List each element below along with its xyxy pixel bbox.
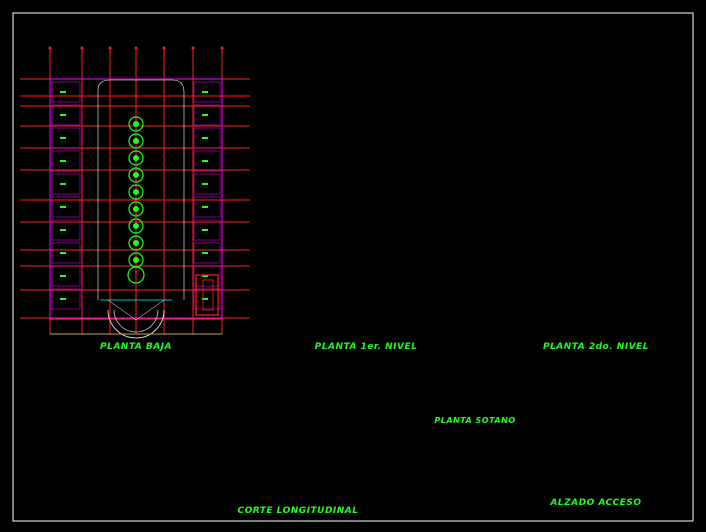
room-left [51, 150, 81, 172]
tree-icon-core [133, 121, 139, 127]
grid-bubble [220, 46, 224, 50]
sheet-border [12, 12, 694, 522]
furniture-mark [60, 137, 66, 139]
label-alzado-acceso: ALZADO ACCESO [550, 498, 642, 508]
room-right [193, 150, 221, 172]
room-right [193, 104, 221, 126]
furniture-mark [60, 91, 66, 93]
furniture-mark [202, 252, 208, 254]
tree-icon-core [133, 155, 139, 161]
furniture-mark [202, 206, 208, 208]
room-left [51, 127, 81, 149]
furniture-mark [202, 160, 208, 162]
furniture-mark [60, 298, 66, 300]
planta-baja-plan [20, 46, 250, 339]
tree-icon [128, 133, 144, 149]
tree-icon [128, 116, 144, 132]
room-right [193, 242, 221, 264]
planta-baja-stair [100, 299, 172, 339]
tree-icon-core [133, 223, 139, 229]
furniture-mark [202, 137, 208, 139]
room-left [51, 196, 81, 218]
room-left [51, 81, 81, 103]
planta-baja-stair-core-inner [202, 279, 214, 311]
furniture-mark [202, 114, 208, 116]
tree-icon [128, 167, 144, 183]
furniture-mark [60, 252, 66, 254]
tree-icon-core [133, 240, 139, 246]
tree-icon [128, 235, 144, 251]
grid-bubble [80, 46, 84, 50]
room-right [193, 288, 221, 310]
tree-icon [128, 218, 144, 234]
furniture-mark [60, 114, 66, 116]
room-left [51, 242, 81, 264]
furniture-mark [60, 275, 66, 277]
furniture-mark [202, 275, 208, 277]
furniture-mark [202, 91, 208, 93]
room-right [193, 173, 221, 195]
tree-icon [128, 201, 144, 217]
room-right [193, 219, 221, 241]
grid-bubble [162, 46, 166, 50]
label-planta-1er-nivel: PLANTA 1er. NIVEL [314, 342, 418, 352]
furniture-mark [202, 229, 208, 231]
room-left [51, 173, 81, 195]
room-right [193, 127, 221, 149]
furniture-mark [202, 183, 208, 185]
room-left [51, 288, 81, 310]
tree-icon-core [133, 257, 139, 263]
label-planta-sotano: PLANTA SOTANO [434, 416, 516, 425]
furniture-mark [202, 298, 208, 300]
label-corte-longitudinal: CORTE LONGITUDINAL [237, 506, 359, 516]
room-left [51, 219, 81, 241]
planta-baja-rooms [51, 81, 221, 310]
planta-baja-outline [49, 78, 223, 320]
room-left [51, 265, 81, 287]
grid-bubble [108, 46, 112, 50]
room-right [193, 265, 221, 287]
room-left [51, 104, 81, 126]
tree-icon [127, 266, 145, 284]
planta-baja-stair-core [195, 274, 219, 316]
furniture-mark [60, 229, 66, 231]
grid-bubble [191, 46, 195, 50]
tree-icon-core [133, 172, 139, 178]
tree-icon-core [133, 138, 139, 144]
tree-icon [128, 184, 144, 200]
label-planta-baja: PLANTA BAJA [99, 342, 173, 352]
planta-baja-central-hall [97, 79, 185, 300]
tree-icon-core [133, 189, 139, 195]
room-right [193, 196, 221, 218]
tree-icon-core [133, 206, 139, 212]
label-planta-2do-nivel: PLANTA 2do. NIVEL [542, 342, 650, 352]
furniture-mark [60, 183, 66, 185]
furniture-mark [60, 206, 66, 208]
planta-baja-garden [127, 116, 145, 284]
grid-bubble [48, 46, 52, 50]
furniture-mark [60, 160, 66, 162]
room-right [193, 81, 221, 103]
grid-bubble [134, 46, 138, 50]
tree-icon [128, 150, 144, 166]
